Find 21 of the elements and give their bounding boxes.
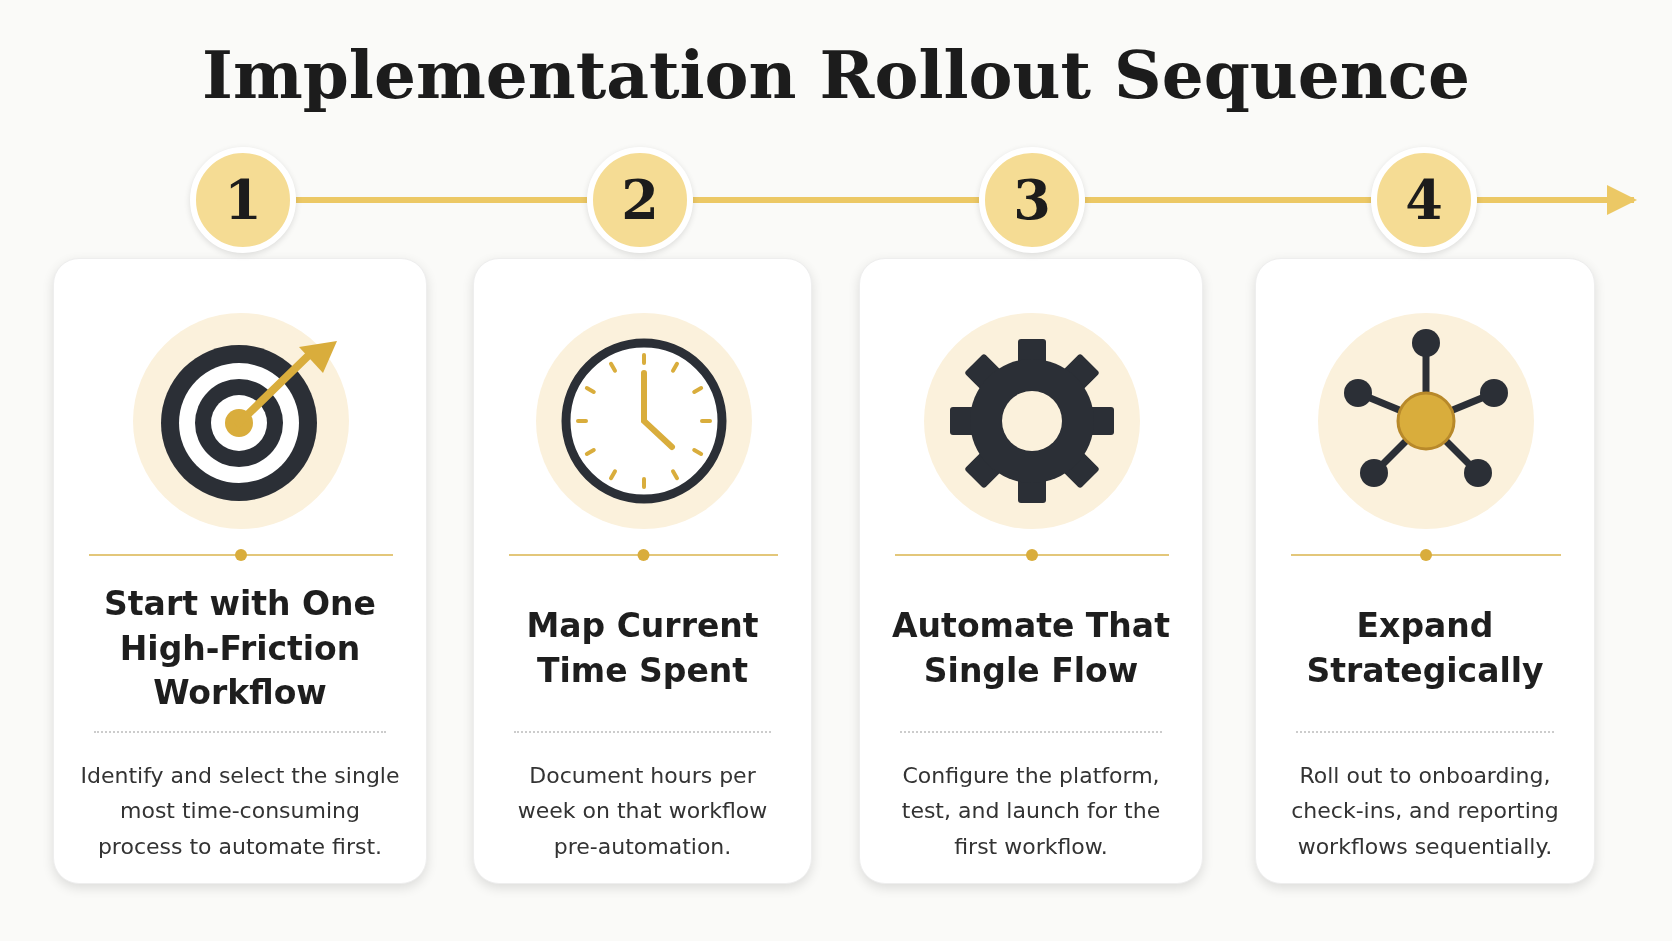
step-heading: Start with One High-Friction Workflow (103, 583, 377, 715)
connector-line (693, 197, 979, 203)
step-number-circle: 3 (979, 147, 1085, 253)
step-card (53, 258, 427, 884)
step-description: Roll out to onboarding, check-ins, and reporting workflows sequentially. (1290, 762, 1560, 861)
connector-line (296, 197, 587, 203)
step-heading: Map Current Time Spent (525, 605, 760, 692)
step-number-circle: 4 (1371, 147, 1477, 253)
step-card (473, 258, 812, 884)
arrow (1477, 185, 1637, 215)
step-card (859, 258, 1203, 884)
step-description: Configure the platform, test, and launch for the first workflow. (900, 762, 1162, 861)
step-card (1255, 258, 1595, 884)
step-description: Document hours per week on that workflow pre-automation. (516, 762, 769, 861)
step-number-circle: 2 (587, 147, 693, 253)
step-description: Identify and select the single most time-consuming process to automate first. (79, 762, 401, 861)
connector-line (1085, 197, 1371, 203)
title: Implementation Rollout Sequence (201, 36, 1471, 114)
step-heading: Expand Strategically (1305, 605, 1545, 692)
step-heading: Automate That Single Flow (891, 605, 1171, 692)
step-number-circle: 1 (190, 147, 296, 253)
